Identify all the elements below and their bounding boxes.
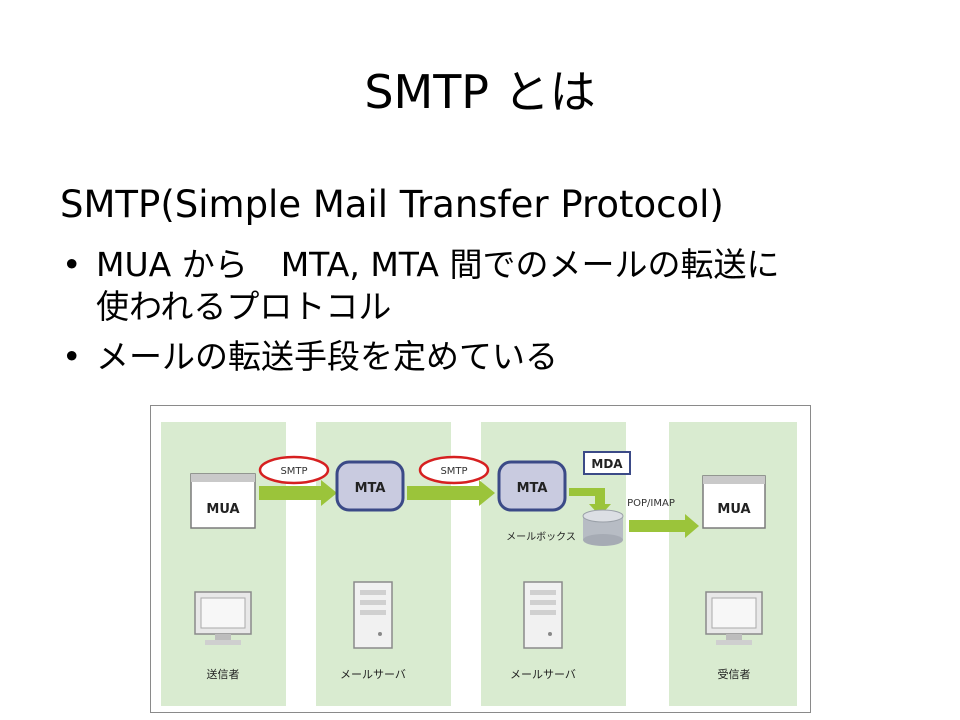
- mda-label: MDA: [591, 457, 623, 471]
- server-label-2: メールサーバ: [510, 668, 576, 681]
- smtp-highlight-2: [418, 455, 490, 485]
- slide-subtitle: SMTP(Simple Mail Transfer Protocol): [60, 183, 724, 226]
- smtp-label-2: SMTP: [440, 466, 467, 477]
- bullet-dot-icon: •: [62, 337, 82, 376]
- mta-2-box: MTA: [497, 460, 567, 512]
- pop-imap-arrow: [629, 514, 699, 538]
- bullet-list: • MUA から MTA, MTA 間でのメールの転送に 使われるプロトコル •…: [60, 244, 940, 386]
- mailbox-cylinder-icon: [582, 509, 624, 546]
- diagram-svg: MUA SMTP MTA SMTP MTA MDA: [161, 422, 797, 706]
- smtp-highlight-1: [258, 455, 330, 485]
- sender-monitor-icon: [194, 591, 252, 645]
- bullet-text-line1: メールの転送手段を定めている: [96, 337, 558, 376]
- smtp-arrow-2: [407, 480, 495, 506]
- server-tower-icon-2: [523, 581, 563, 649]
- mda-box: MDA: [583, 451, 631, 475]
- mua-receiver-label: MUA: [717, 502, 750, 517]
- pop-imap-label: POP/IMAP: [627, 498, 675, 509]
- mua-sender-window: MUA: [190, 473, 256, 529]
- column-receiver: [669, 422, 797, 706]
- mta-1-box: MTA: [335, 460, 405, 512]
- smtp-label-1: SMTP: [280, 466, 307, 477]
- bullet-text-line2: 使われるプロトコル: [96, 287, 392, 326]
- server-tower-icon-1: [353, 581, 393, 649]
- bullet-item: • メールの転送手段を定めている: [60, 336, 940, 378]
- receiver-monitor-icon: [705, 591, 763, 645]
- receiver-label: 受信者: [718, 668, 751, 681]
- server-label-1: メールサーバ: [340, 668, 406, 681]
- bullet-text-line1: MUA から MTA, MTA 間でのメールの転送に: [96, 245, 780, 284]
- mailbox-label: メールボックス: [506, 531, 576, 543]
- smtp-arrow-1: [259, 480, 337, 506]
- mta-2-label: MTA: [517, 481, 548, 496]
- mua-receiver-window: MUA: [702, 475, 766, 529]
- sender-label: 送信者: [207, 667, 240, 681]
- slide-title: SMTP とは: [364, 65, 596, 119]
- bullet-dot-icon: •: [62, 245, 82, 284]
- mua-sender-label: MUA: [206, 502, 239, 517]
- bullet-item: • MUA から MTA, MTA 間でのメールの転送に 使われるプロトコル: [60, 244, 940, 328]
- mta-1-label: MTA: [355, 481, 386, 496]
- smtp-diagram: MUA SMTP MTA SMTP MTA MDA: [150, 405, 811, 713]
